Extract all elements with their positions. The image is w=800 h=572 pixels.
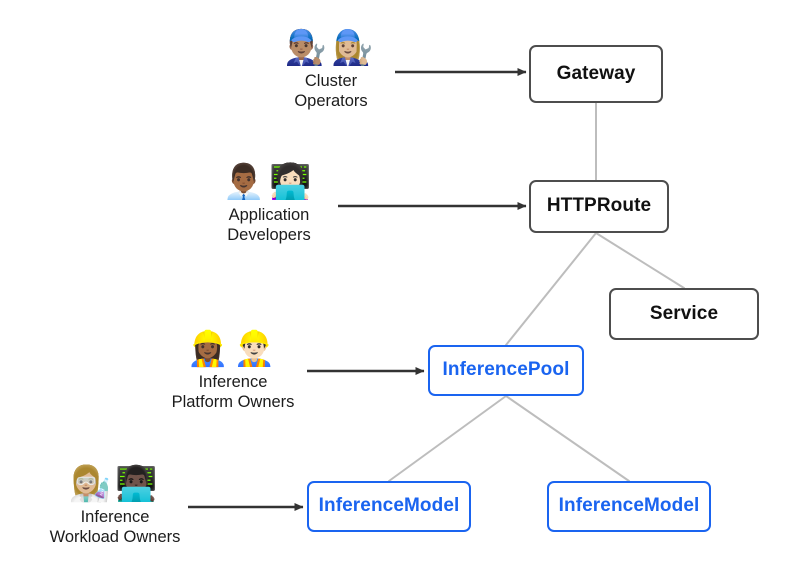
inference-workload-owners-label: Inference Workload Owners: [49, 508, 181, 546]
persona-application-developers: 👨🏾‍💼👩🏻‍💻 Application Developers: [164, 162, 374, 245]
edge-httproute-inferencepool: [505, 232, 597, 346]
cluster-operators-label: Cluster Operators: [294, 72, 368, 110]
edge-inferencepool-inferencemodel2: [505, 395, 630, 482]
node-gateway[interactable]: Gateway: [529, 45, 663, 103]
persona-inference-workload-owners: 👩🏼‍🔬👨🏿‍💻 Inference Workload Owners: [10, 464, 220, 547]
node-inferencepool[interactable]: InferencePool: [428, 345, 584, 396]
persona-cluster-operators: 👨🏽‍🔧👩🏼‍🔧 Cluster Operators: [226, 28, 436, 111]
inference-workload-owners-emoji: 👩🏼‍🔬👨🏿‍💻: [68, 464, 162, 504]
node-inferencepool-label: InferencePool: [442, 359, 570, 381]
node-inferencemodel-1[interactable]: InferenceModel: [307, 481, 471, 532]
application-developers-emoji: 👨🏾‍💼👩🏻‍💻: [222, 162, 316, 202]
node-inferencemodel-2-label: InferenceModel: [558, 495, 700, 517]
edge-httproute-service: [595, 232, 685, 289]
node-httproute[interactable]: HTTPRoute: [529, 180, 669, 233]
inference-platform-owners-label: Inference Platform Owners: [171, 373, 295, 411]
application-developers-label: Application Developers: [227, 206, 311, 244]
node-service[interactable]: Service: [609, 288, 759, 340]
cluster-operators-emoji: 👨🏽‍🔧👩🏼‍🔧: [284, 28, 378, 68]
node-inferencemodel-1-label: InferenceModel: [318, 495, 460, 517]
inference-platform-owners-emoji: 👷🏾‍♀️👷🏻‍♂️: [186, 329, 280, 369]
node-service-label: Service: [649, 302, 719, 324]
edge-inferencepool-inferencemodel1: [388, 395, 507, 482]
node-inferencemodel-2[interactable]: InferenceModel: [547, 481, 711, 532]
node-httproute-label: HTTPRoute: [546, 195, 652, 217]
node-gateway-label: Gateway: [556, 62, 636, 84]
persona-inference-platform-owners: 👷🏾‍♀️👷🏻‍♂️ Inference Platform Owners: [128, 329, 338, 412]
